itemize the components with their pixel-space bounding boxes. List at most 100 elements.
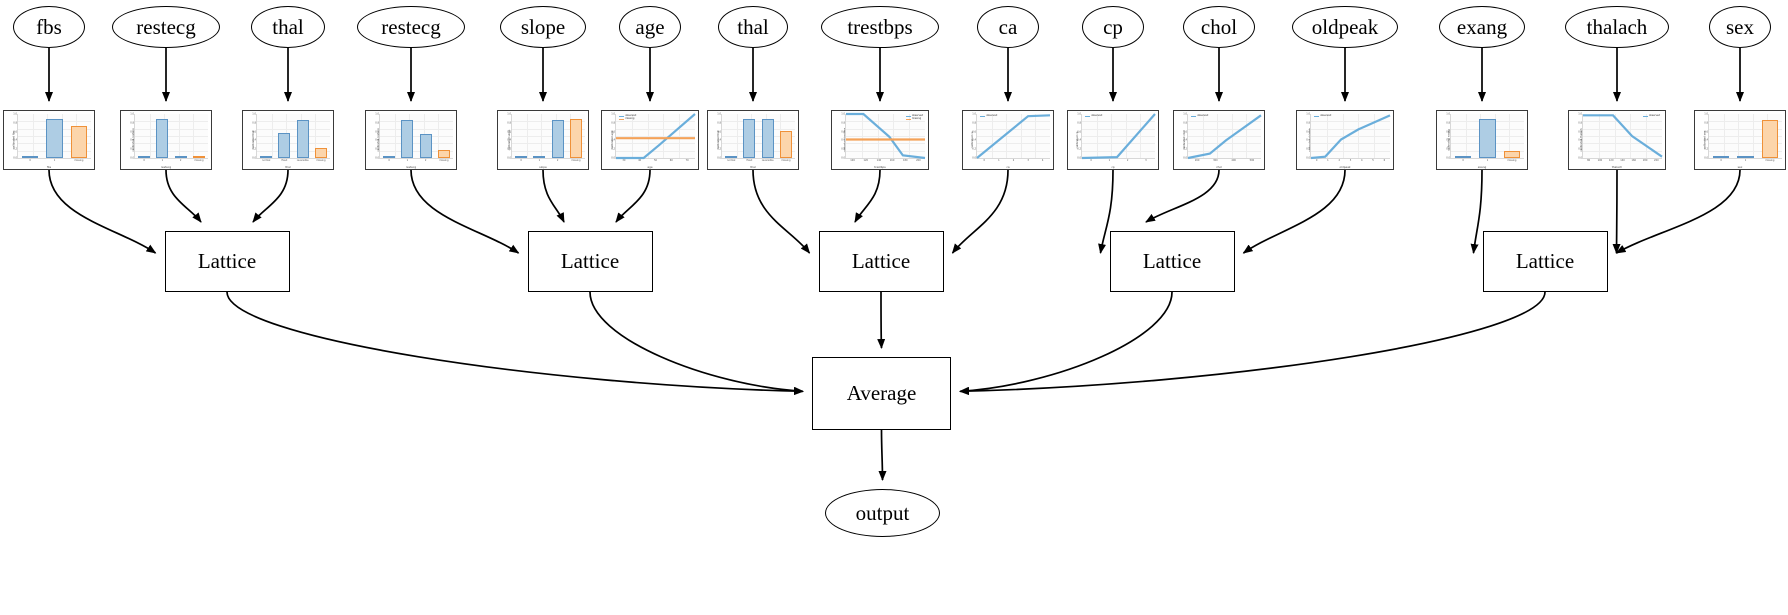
lattice-node-label: Lattice — [1142, 249, 1202, 273]
plot-gridline — [1311, 121, 1390, 123]
plot-xtick: 0 — [1090, 158, 1092, 162]
plot-gridline-v — [663, 114, 665, 158]
plot-ytick: 0.4 — [252, 138, 256, 142]
plot-xtick: 30 — [622, 158, 626, 162]
plot-legend: observed — [1085, 114, 1102, 118]
plot-gridline-v — [893, 114, 895, 158]
plot-gridline-v — [991, 114, 993, 158]
input-node-thal[interactable]: thal — [718, 6, 788, 48]
plot-xtick: 180 — [902, 158, 908, 162]
plot-ytick: 1.0 — [1183, 112, 1187, 116]
plot-xtick: 0 — [520, 158, 522, 162]
lattice-node-2[interactable]: Lattice — [818, 231, 944, 292]
lattice-node-1[interactable]: Lattice — [527, 231, 653, 292]
input-node-label: chol — [1200, 14, 1238, 39]
plot-bar — [725, 156, 738, 158]
input-node-age[interactable]: age — [619, 6, 681, 48]
input-node-ca[interactable]: ca — [977, 6, 1039, 48]
edge — [1612, 169, 1621, 254]
calibrator-plot-restecg[interactable]: calibrated restecgrestecg0.00.20.40.60.8… — [365, 110, 457, 170]
plot-line-observed — [616, 114, 695, 158]
plot-xtick: 2 — [1338, 158, 1340, 162]
input-node-exang[interactable]: exang — [1439, 6, 1525, 48]
plot-ytick: 0.2 — [375, 147, 379, 151]
plot-gridline-v — [736, 114, 738, 158]
plot-ytick: 0.6 — [841, 130, 845, 134]
plot-ytick: 0.8 — [972, 121, 976, 125]
input-node-trestbps[interactable]: trestbps — [821, 6, 939, 48]
input-node-thal[interactable]: thal — [251, 6, 325, 48]
lattice-node-3[interactable]: Lattice — [1109, 231, 1235, 292]
input-node-label: restecg — [136, 14, 196, 39]
plot-gridline — [1709, 150, 1782, 152]
lattice-node-4[interactable]: Lattice — [1482, 231, 1608, 292]
plot-xtick: 70 — [685, 158, 689, 162]
plot-gridline — [380, 143, 453, 145]
input-node-oldpeak[interactable]: oldpeak — [1292, 6, 1398, 48]
plot-ytick: 0.4 — [13, 138, 17, 142]
input-node-chol[interactable]: chol — [1183, 6, 1255, 48]
plot-xtick: normal — [261, 158, 271, 162]
plot-ytick: 0.8 — [611, 121, 615, 125]
lattice-node-label: Lattice — [1515, 249, 1575, 273]
input-node-sex[interactable]: sex — [1709, 6, 1771, 48]
edge — [1470, 169, 1483, 254]
calibrator-plot-thalach[interactable]: calibrated thalachthalach0.00.20.40.60.8… — [1568, 110, 1666, 170]
lattice-node-0[interactable]: Lattice — [164, 231, 290, 292]
plot-bar — [761, 119, 774, 158]
plot-gridline-v — [1020, 114, 1022, 158]
plot-gridline — [1188, 136, 1261, 137]
plot-gridline-v — [1111, 114, 1113, 158]
plot-ytick: 0.8 — [1306, 121, 1310, 125]
plot-gridline-v — [1614, 114, 1616, 158]
edge — [959, 291, 1173, 395]
plot-gridline — [846, 143, 925, 145]
plot-xtick: 0 — [143, 158, 145, 162]
plot-ytick: 0.6 — [611, 130, 615, 134]
input-node-slope[interactable]: slope — [500, 6, 586, 48]
output-node[interactable]: output — [825, 489, 940, 537]
calibrator-plot-restecg[interactable]: calibrated restecgrestecg0.00.20.40.60.8… — [120, 110, 212, 170]
plot-xlabel: thal — [285, 165, 291, 169]
plot-gridline — [257, 121, 330, 123]
plot-bar — [1761, 119, 1778, 158]
plot-ytick: 0.2 — [1446, 147, 1450, 151]
input-node-fbs[interactable]: fbs — [13, 6, 85, 48]
plot-ytick: 0.4 — [841, 138, 845, 142]
plot-bar — [779, 131, 792, 158]
plot-gridline-v — [1646, 114, 1648, 158]
plot-xlabel: exang — [1477, 165, 1487, 169]
plot-ytick: 0.4 — [972, 138, 976, 142]
edge — [854, 169, 881, 223]
plot-ytick: 0.6 — [1306, 130, 1310, 134]
plot-xtick: 400 — [1231, 158, 1236, 162]
plot-line-observed — [1188, 115, 1261, 158]
calibrator-plot-trestbps[interactable]: calibrated trestbpstrestbps0.00.20.40.60… — [831, 110, 929, 170]
input-node-label: sex — [1726, 14, 1754, 39]
average-node[interactable]: Average — [812, 357, 951, 430]
plot-gridline — [135, 121, 208, 123]
input-node-thalach[interactable]: thalach — [1565, 6, 1669, 48]
plot-gridline — [722, 121, 795, 123]
plot-ytick: 0.6 — [1578, 130, 1582, 134]
input-node-restecg[interactable]: restecg — [357, 6, 465, 48]
plot-bar — [46, 118, 63, 158]
plot-gridline-v — [271, 114, 273, 158]
input-node-restecg[interactable]: restecg — [112, 6, 220, 48]
plot-ytick: 0.4 — [1077, 138, 1081, 142]
legend-swatch — [619, 115, 624, 117]
calibrator-plot-oldpeak[interactable]: calibrated oldpeakoldpeak0.00.20.40.60.8… — [1296, 110, 1394, 170]
input-node-cp[interactable]: cp — [1082, 6, 1144, 48]
